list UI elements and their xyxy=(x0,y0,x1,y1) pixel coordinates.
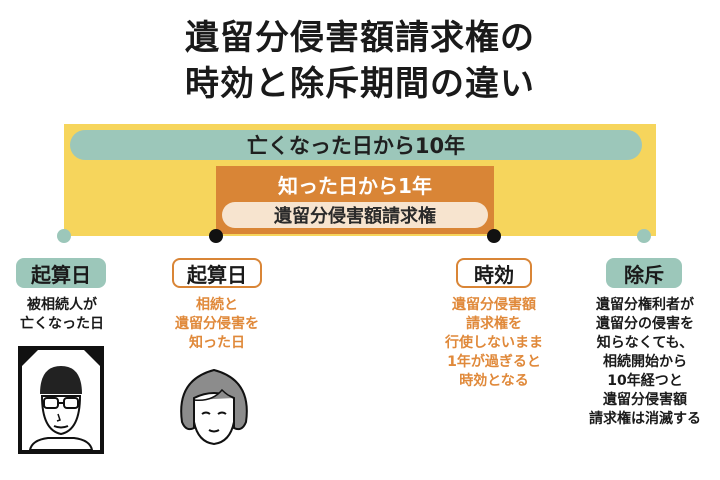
start-death-dot xyxy=(57,229,71,243)
claim-right-pill: 遺留分侵害額請求権 xyxy=(222,202,488,228)
title-line-1: 遺留分侵害額請求権の xyxy=(185,18,535,58)
desc-line: 知らなくても、 xyxy=(596,335,694,351)
desc-knowledge: 相続と 遺留分侵害を 知った日 xyxy=(150,296,284,353)
desc-line: 相続と xyxy=(196,297,238,313)
desc-line: 亡くなった日 xyxy=(20,316,104,332)
desc-exclusion: 遺留分権利者が 遺留分の侵害を 知らなくても、 相続開始から 10年経つと 遺留… xyxy=(574,296,716,429)
woman-face-icon xyxy=(180,368,248,446)
start-knowledge-dot xyxy=(209,229,223,243)
deceased-portrait-icon xyxy=(18,346,104,454)
desc-line: 請求権を xyxy=(466,316,522,332)
desc-line: 請求権は消滅する xyxy=(589,411,701,427)
desc-line: 遺留分侵害額 xyxy=(603,392,687,408)
limitation-dot xyxy=(487,229,501,243)
desc-line: 遺留分権利者が xyxy=(596,297,694,313)
desc-death: 被相続人が 亡くなった日 xyxy=(0,296,124,334)
tag-exclusion: 除斥 xyxy=(606,258,682,288)
desc-line: 行使しないまま xyxy=(445,335,543,351)
tag-start-date-death: 起算日 xyxy=(16,258,106,288)
tag-limitation: 時効 xyxy=(456,258,532,288)
desc-line: 相続開始から xyxy=(603,354,687,370)
tag-start-date-knowledge: 起算日 xyxy=(172,258,262,288)
desc-line: 知った日 xyxy=(189,335,245,351)
desc-limitation: 遺留分侵害額 請求権を 行使しないまま 1年が過ぎると 時効となる xyxy=(424,296,564,391)
desc-line: 被相続人が xyxy=(27,297,97,313)
desc-line: 時効となる xyxy=(459,373,529,389)
desc-line: 1年が過ぎると xyxy=(447,354,541,370)
desc-line: 遺留分侵害額 xyxy=(452,297,536,313)
desc-line: 遺留分侵害を xyxy=(175,316,259,332)
exclusion-dot xyxy=(637,229,651,243)
one-year-label: 知った日から1年 xyxy=(278,174,432,198)
title-line-2: 時効と除斥期間の違い xyxy=(185,64,535,104)
desc-line: 遺留分の侵害を xyxy=(596,316,694,332)
one-year-box: 知った日から1年 遺留分侵害額請求権 xyxy=(216,166,494,234)
ten-year-bar: 亡くなった日から10年 xyxy=(70,130,642,160)
desc-line: 10年経つと xyxy=(607,373,683,389)
